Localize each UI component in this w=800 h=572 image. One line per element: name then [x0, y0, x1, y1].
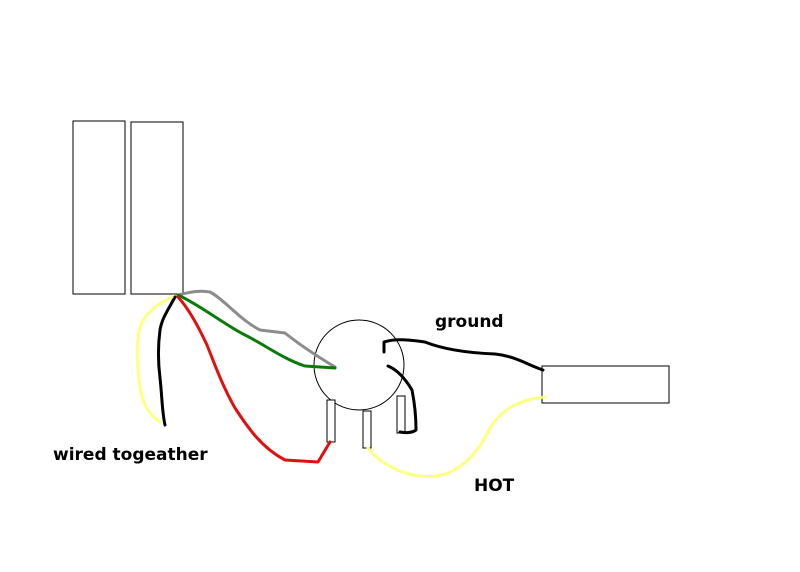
hot-label: HOT: [474, 476, 515, 496]
pot-lug-middle: [362, 410, 372, 449]
wire-black-coil: [157, 295, 177, 427]
pickup-coil-left: [72, 120, 126, 295]
wire-red: [176, 295, 332, 464]
wire-black-pot-jumper: [386, 364, 418, 435]
ground-label: ground: [435, 312, 504, 332]
wire-yellow-hot: [366, 395, 547, 478]
pot-lug-left: [326, 399, 336, 443]
output-jack: [541, 365, 670, 404]
wire-green: [176, 293, 337, 370]
wire-yellow-coil: [135, 295, 174, 424]
wired-together-label: wired togeather: [53, 445, 208, 465]
pickup-coil-right: [130, 121, 184, 295]
wire-gray: [176, 289, 337, 369]
potentiometer-body: [313, 319, 405, 411]
pot-lug-right: [396, 395, 406, 434]
wire-black-ground: [382, 338, 545, 372]
